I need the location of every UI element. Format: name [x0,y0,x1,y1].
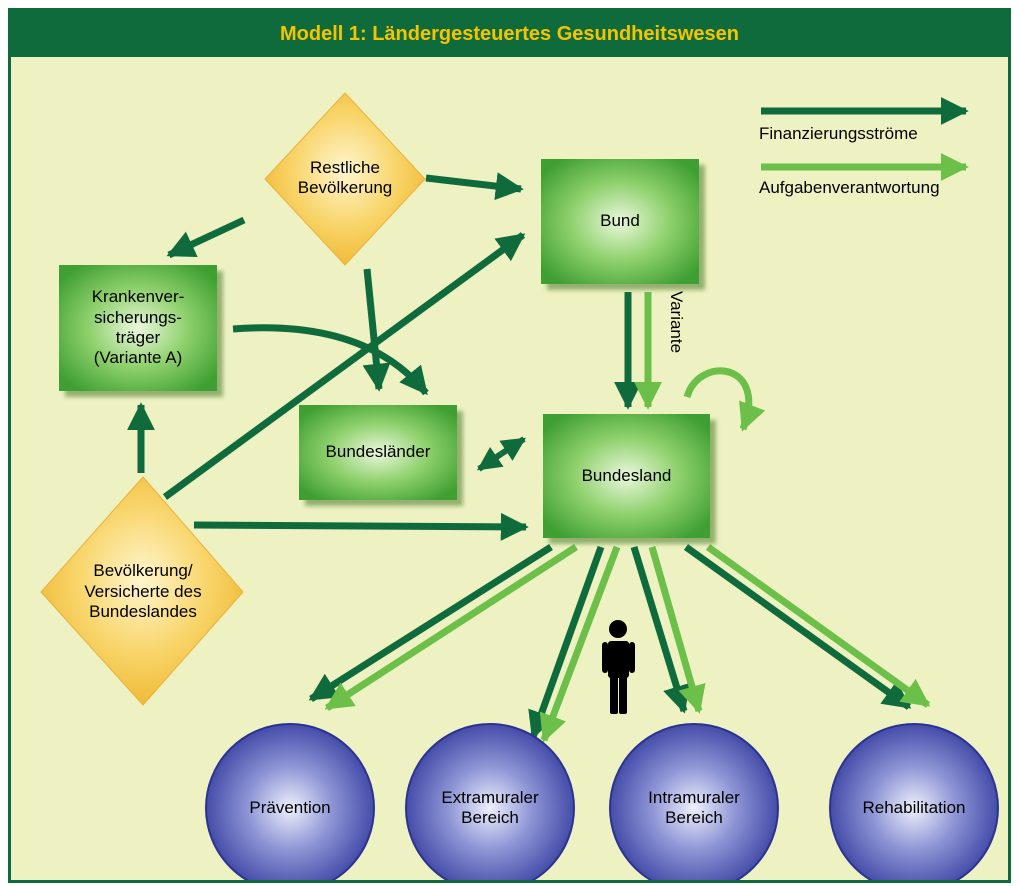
diagram-title: Modell 1: Ländergesteuertes Gesundheitsw… [11,11,1008,57]
arrow-restliche-to-kranken [166,216,246,259]
legend-financing-label: Finanzierungsströme [759,124,918,143]
financing-arrows [127,172,912,740]
node-restliche-label: Restliche Bevölkerung [297,157,393,197]
arrow-restliche-to-bund [425,172,524,201]
arrow-bundesland-self [683,367,766,432]
variant-label: Variante [667,291,686,354]
arrow-bundesland-to-rehab [683,544,912,710]
node-extramural-circle [405,723,575,880]
arrow-bundeslaender-bundesland-a [477,446,504,472]
legend-responsibility-label: Aufgabenverantwortung [759,178,940,197]
arrow-bundesland-to-intramural-resp [648,546,706,714]
arrow-bevoelkerung-to-bundesland [193,512,529,541]
node-praevention-label: Prävention [249,797,331,817]
arrow-bundesland-to-intramural [630,545,691,714]
node-intramural-label: Intramuraler Bereich [648,787,740,827]
node-bundesland-label: Bundesland [581,465,672,485]
node-kranken-box [59,265,217,391]
arrow-kranken-to-bundeslaender [232,324,429,396]
node-rehab-circle [829,723,999,880]
node-extramural-label: Extramuraler Bereich [441,787,539,827]
person-icon [602,620,635,714]
node-bundesland-box [543,414,710,538]
arrow-bundesland-to-praevention [308,544,553,702]
legend [761,97,969,181]
arrow-bundesland-to-praevention-resp [324,544,578,711]
node-bevoelkerung-label: Bevölkerung/ Versicherte des Bundeslande… [84,561,202,622]
responsibility-arrows [324,292,931,743]
node-bund-box [541,159,699,284]
arrow-bundeslaender-bundesland-b [499,436,527,461]
arrow-bundesland-to-extramural-resp [539,545,621,743]
arrow-bundesland-to-rehab-resp [705,544,931,708]
node-intramural-circle [609,723,779,880]
node-rehab-label: Rehabilitation [862,797,966,817]
node-bundeslaender-box [299,405,457,500]
diagram-canvas [40,92,999,880]
diagram-frame: Modell 1: Ländergesteuertes Gesundheitsw… [8,8,1011,883]
arrow-restliche-to-bundeslaender [362,268,391,392]
arrow-bevoelkerung-to-bund [162,232,526,500]
arrow-bundesland-to-extramural [528,545,605,740]
node-bund-label: Bund [600,211,640,231]
node-praevention-circle [205,723,375,880]
node-bundeslaender-label: Bundesländer [325,442,431,462]
node-restliche-diamond [264,92,426,266]
node-bevoelkerung-diamond [40,476,244,706]
node-kranken-label: Krankenver- sicherungs- träger (Variante… [91,287,185,368]
